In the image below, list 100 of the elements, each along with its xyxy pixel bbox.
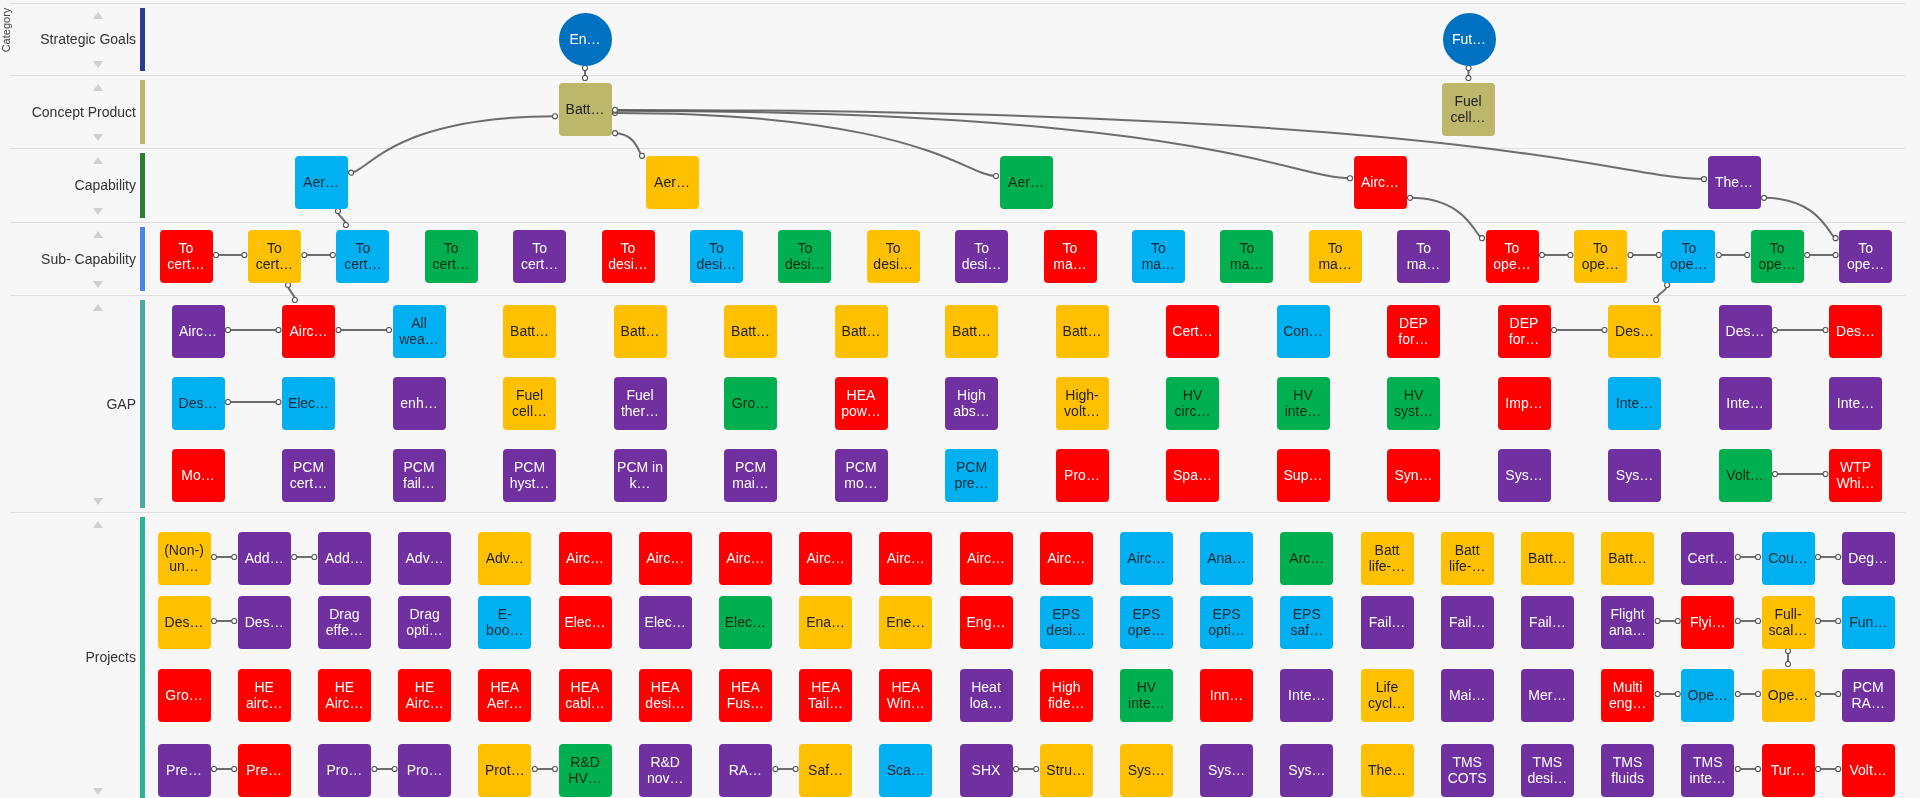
node-box: E-boo… [478, 595, 532, 649]
node-box: Fuel cell… [1441, 82, 1495, 136]
node-box: Airc… [282, 304, 335, 358]
lane-heading: Strategic Goals [39, 31, 136, 47]
node-box: WTP Whi… [1829, 448, 1882, 502]
node-box: To ma… [1397, 229, 1451, 283]
connector [531, 765, 559, 773]
node-box: Batt… [945, 304, 998, 358]
connector [301, 251, 336, 259]
connector [1654, 690, 1681, 698]
node-box: Batt… [558, 82, 612, 136]
node-box: To ope… [1750, 229, 1804, 283]
node-box: Sys… [1497, 448, 1551, 502]
node-box: All wea… [392, 304, 446, 358]
node-box: To cert… [513, 229, 567, 283]
connector [224, 326, 282, 334]
node-box: Heat loa… [959, 668, 1013, 722]
node-box: R&D HV… [558, 743, 612, 797]
node-box: Airc… [638, 531, 692, 585]
node-box: Arc… [1280, 531, 1334, 585]
connector [1627, 251, 1662, 259]
node-box: Fail… [1440, 595, 1494, 649]
node-box: Cert… [1166, 304, 1219, 358]
node-box: Elec… [718, 595, 772, 649]
node-box: To ope… [1839, 229, 1893, 283]
node-box: Flyi… [1681, 595, 1735, 649]
connector [212, 251, 248, 259]
node-box: Batt… [834, 304, 888, 358]
node-box: To cert… [336, 229, 390, 283]
node-box: To desi… [866, 229, 920, 283]
node-box: Elec… [638, 595, 692, 649]
node-box: Batt… [724, 304, 777, 358]
connector [291, 553, 318, 561]
node-box: Airc… [171, 304, 225, 358]
lane-heading: Capability [73, 177, 136, 193]
node-box: Batt life-… [1440, 531, 1494, 585]
node-box: To desi… [778, 229, 832, 283]
node-box: Adv… [478, 531, 532, 585]
node-box: Sys… [1119, 743, 1173, 797]
goal-circle: Fut… [1442, 12, 1496, 66]
node-box: Batt… [503, 304, 556, 358]
connector [1814, 765, 1842, 773]
node-box: Deg… [1841, 531, 1895, 585]
node-box: Des… [171, 376, 225, 430]
node-box: HEA cabl… [558, 668, 612, 722]
node-box: The… [1707, 155, 1761, 209]
node-box: To ope… [1485, 229, 1539, 283]
connector [611, 106, 1708, 183]
connector [611, 109, 1000, 180]
node-box: Fail… [1360, 595, 1414, 649]
node-box: PCM RA… [1841, 668, 1895, 722]
node-box: Batt life-… [1360, 531, 1414, 585]
node-box: Drag opti… [398, 595, 452, 649]
node-box: TMS COTS [1440, 743, 1494, 797]
node-box: Gro… [157, 668, 211, 722]
node-box: Des… [1608, 304, 1661, 358]
node-box: HV circ… [1166, 376, 1219, 430]
node-box: HEA Win… [879, 668, 933, 722]
connector [1734, 690, 1762, 698]
node-box: Batt… [1601, 531, 1655, 585]
node-box: PCM in k… [613, 448, 667, 502]
node-box: HV inte… [1276, 376, 1330, 430]
node-box: Life cycl… [1360, 668, 1414, 722]
connector [1804, 251, 1839, 259]
node-box: High fide… [1039, 668, 1093, 722]
connector [1715, 251, 1751, 259]
node-box: Inte… [1829, 376, 1882, 430]
node-box: Sca… [879, 743, 933, 797]
node-box: Mo… [171, 448, 225, 502]
node-box: HE Airc… [317, 668, 371, 722]
node-box: Flight ana… [1601, 595, 1655, 649]
connector [1653, 281, 1671, 304]
node-box: Volt… [1841, 743, 1895, 797]
node-box: To desi… [601, 229, 655, 283]
connector [611, 130, 646, 159]
node-box: Multi eng… [1601, 668, 1655, 722]
node-box: Adv… [398, 531, 452, 585]
node-box: HV syst… [1387, 376, 1440, 430]
node-box: Add… [317, 531, 371, 585]
node-box: To cert… [159, 229, 213, 283]
node-box: Airc… [1119, 531, 1173, 585]
node-box: HE airc… [237, 668, 291, 722]
node-box: PCM mo… [834, 448, 888, 502]
node-box: High abs… [945, 376, 998, 430]
node-box: Fun… [1841, 595, 1895, 649]
connector [335, 326, 393, 334]
node-box: Fuel ther… [613, 376, 667, 430]
connector [1734, 765, 1762, 773]
lane-heading: Sub- Capability [40, 250, 136, 267]
node-box: Airc… [1039, 531, 1093, 585]
lane-heading: Concept Product [30, 103, 136, 120]
connector [1760, 194, 1839, 242]
node-box: To ope… [1662, 229, 1716, 283]
node-box: TMS fluids [1601, 743, 1655, 797]
node-box: Pro… [1055, 448, 1109, 502]
node-box: Pro… [398, 743, 452, 797]
node-box: Airc… [879, 531, 933, 585]
connector [1465, 64, 1472, 82]
node-box: High-volt… [1055, 376, 1109, 430]
node-box: To ope… [1573, 229, 1627, 283]
